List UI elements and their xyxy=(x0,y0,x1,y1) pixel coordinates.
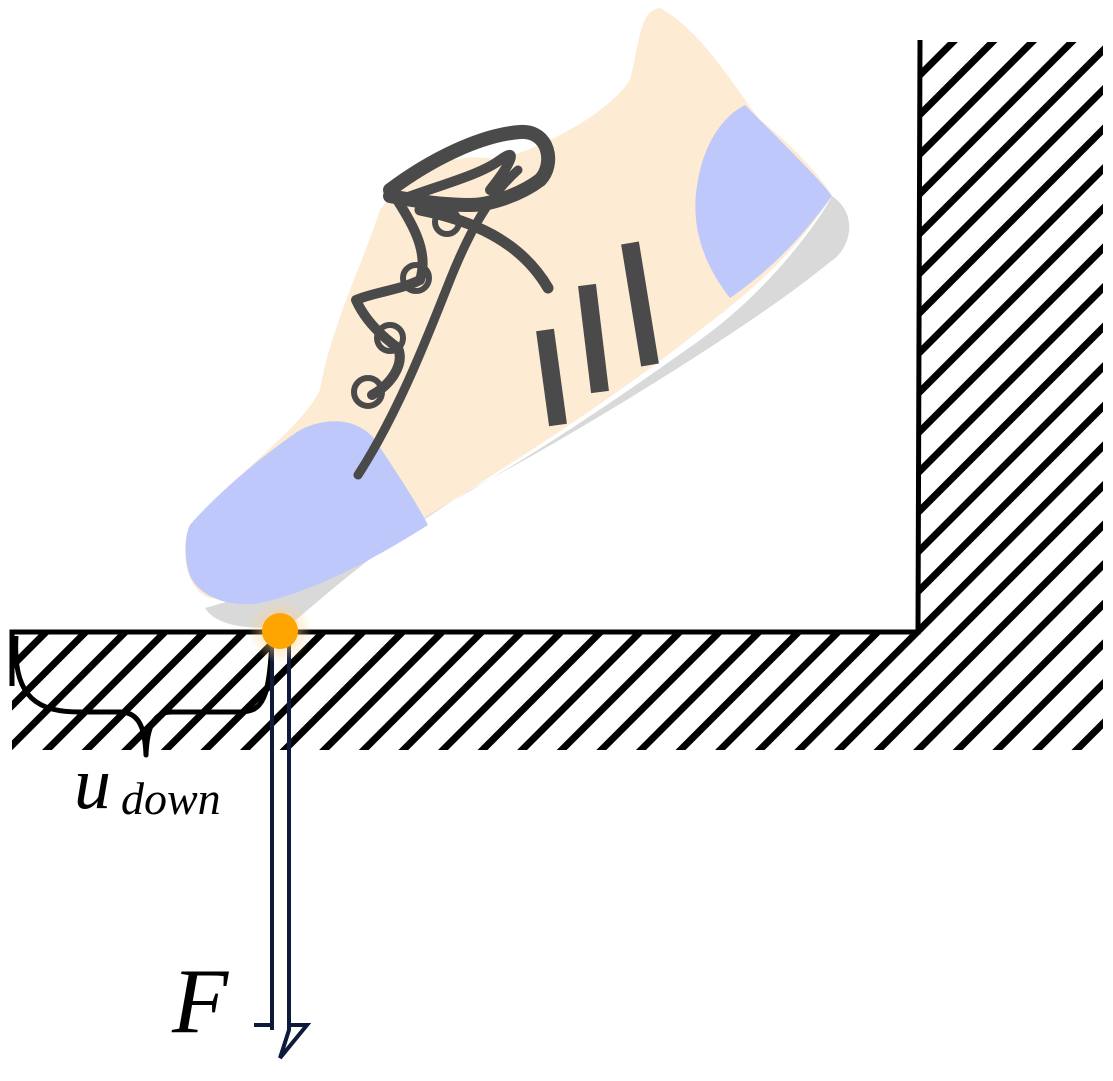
contact-point-icon xyxy=(248,599,312,663)
shoe-heel-counter xyxy=(695,105,832,298)
lace-loop-top xyxy=(383,125,556,212)
eyelet-1 xyxy=(432,207,462,237)
contact-dot xyxy=(262,613,298,649)
eyelet-2 xyxy=(400,262,432,294)
stripe-1 xyxy=(536,328,567,427)
force-label: F xyxy=(171,950,229,1052)
hatched-ground-fill xyxy=(12,42,1103,750)
shoe-laces xyxy=(351,125,556,480)
stripe-2 xyxy=(578,283,609,394)
ground-wall xyxy=(9,39,1103,750)
displacement-subscript: down xyxy=(121,773,221,824)
shoe-stripes xyxy=(536,241,659,427)
displacement-symbol: u xyxy=(74,743,111,825)
curly-brace xyxy=(13,635,275,758)
ground-outline xyxy=(9,39,923,686)
eyelet-3 xyxy=(374,322,406,354)
displacement-label: u down xyxy=(74,743,221,825)
lace-loop-inner xyxy=(395,149,516,205)
sneaker-icon xyxy=(185,8,850,628)
force-arrow-head xyxy=(254,1023,312,1060)
lace-zigzag xyxy=(351,187,428,400)
down-arrow-icon xyxy=(254,632,312,1060)
eyelet-4 xyxy=(351,375,385,409)
stripe-3 xyxy=(621,241,659,367)
